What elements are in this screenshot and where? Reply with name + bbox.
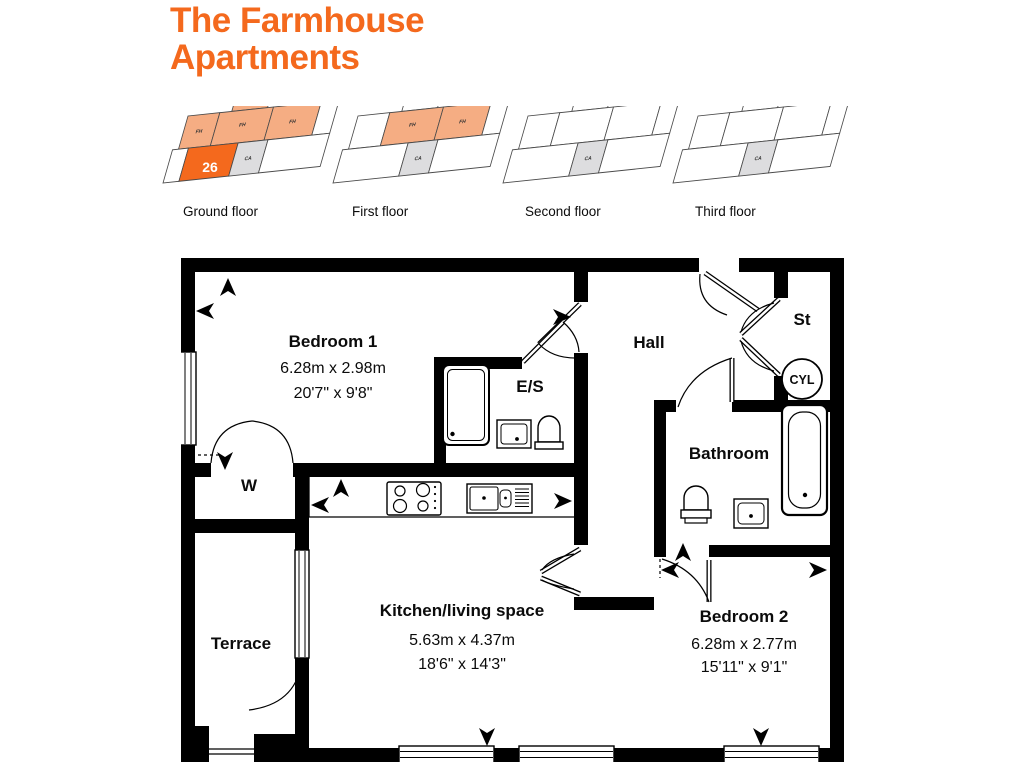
- dimension-arrows: [196, 278, 827, 746]
- floor-thumb-second[interactable]: CA: [498, 106, 688, 202]
- title-line2: Apartments: [170, 38, 360, 77]
- thumb-code-fh: FH: [408, 122, 417, 129]
- bedroom1-imperial: 20'7" x 9'8": [294, 385, 373, 402]
- thumb-code-fh: FH: [458, 119, 467, 126]
- basin-icon: [733, 498, 769, 529]
- toilet-icon: [680, 485, 712, 524]
- room-label-terrace: Terrace: [211, 634, 271, 653]
- thumb-code-ca: CA: [754, 156, 763, 163]
- terrace-glazed-door: [294, 549, 310, 659]
- room-label-store: St: [794, 310, 811, 329]
- toilet-icon: [534, 415, 564, 450]
- room-label-bedroom2: Bedroom 2: [700, 607, 789, 626]
- floor-label-first[interactable]: First floor: [352, 204, 409, 219]
- thumb-code-fh: FH: [288, 119, 297, 126]
- bathroom-fixtures: [680, 358, 829, 529]
- bathtub-icon: [780, 403, 829, 517]
- floor-thumb-third[interactable]: CA: [668, 106, 858, 202]
- hob-icon: [386, 481, 442, 516]
- basin-icon: [496, 419, 532, 449]
- title-line1: The Farmhouse: [170, 1, 425, 40]
- room-label-hall: Hall: [633, 333, 664, 352]
- bedroom2-metric: 6.28m x 2.77m: [691, 636, 797, 653]
- page-title: The Farmhouse Apartments: [170, 1, 425, 77]
- room-label-ensuite: E/S: [516, 377, 543, 396]
- cylinder-icon: [781, 358, 823, 400]
- thumb-code-ca: CA: [584, 156, 593, 163]
- windows: [181, 351, 820, 762]
- unit-number: 26: [202, 159, 218, 175]
- door-leaves: [521, 270, 781, 602]
- door-arcs: [210, 273, 775, 711]
- cylinder-label: CYL: [790, 373, 815, 387]
- bedroom1-metric: 6.28m x 2.98m: [280, 360, 386, 377]
- kitchen-metric: 5.63m x 4.37m: [409, 632, 515, 649]
- floor-label-ground[interactable]: Ground floor: [183, 204, 259, 219]
- room-label-kitchen: Kitchen/living space: [380, 601, 544, 620]
- sink-icon: [466, 483, 533, 514]
- thumb-code-ca: CA: [244, 156, 253, 163]
- room-label-bedroom1: Bedroom 1: [289, 332, 378, 351]
- room-labels: Bedroom 1 6.28m x 2.98m 20'7" x 9'8" E/S…: [211, 310, 815, 676]
- floor-thumb-first[interactable]: FH FH CA: [328, 106, 518, 202]
- bedroom2-imperial: 15'11" x 9'1": [701, 659, 788, 676]
- thumb-code-fh: FH: [238, 122, 247, 129]
- floor-label-third[interactable]: Third floor: [695, 204, 756, 219]
- kitchen-imperial: 18'6" x 14'3": [418, 656, 506, 673]
- floor-label-second[interactable]: Second floor: [525, 204, 601, 219]
- floor-thumb-ground[interactable]: FH FH FH CA 26: [158, 106, 348, 202]
- room-label-wardrobe: W: [241, 476, 258, 495]
- main-floorplan: Bedroom 1 6.28m x 2.98m 20'7" x 9'8" E/S…: [181, 258, 844, 762]
- thumb-code-fh: FH: [195, 129, 204, 136]
- shower-icon: [442, 364, 490, 446]
- room-label-bathroom: Bathroom: [689, 444, 769, 463]
- ensuite-fixtures: [442, 364, 564, 450]
- thumb-code-ca: CA: [414, 156, 423, 163]
- kitchen-counter: [308, 477, 574, 518]
